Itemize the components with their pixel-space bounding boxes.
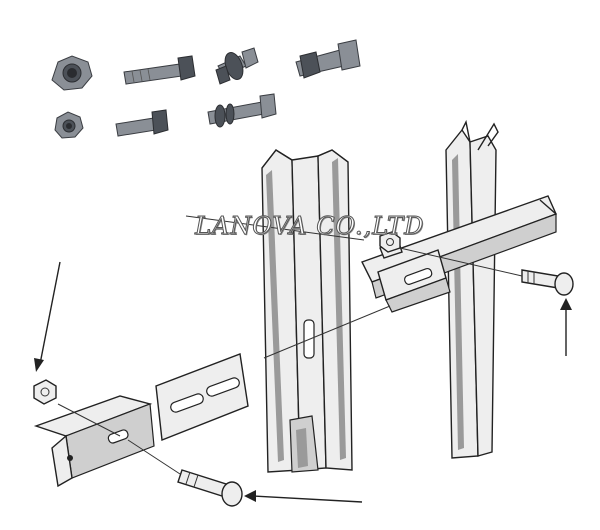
heavy-bolt-nut-assembly — [295, 39, 361, 79]
hardware-photo-set — [51, 39, 361, 139]
right-carriage-bolt — [521, 269, 574, 296]
left-nut — [33, 379, 57, 405]
center-fence-post — [261, 149, 353, 473]
right-nut — [379, 231, 401, 253]
assembly-guide-lines — [57, 215, 523, 475]
left-rail-bracket — [33, 395, 155, 488]
arrow-left-bolt — [244, 490, 363, 503]
carriage-bolt-short — [115, 109, 169, 137]
hex-nut-small — [54, 111, 84, 139]
bolt-washer-nut-assembly — [215, 47, 259, 85]
right-fence-post — [445, 119, 499, 459]
arrow-right-bolt — [560, 298, 572, 356]
arrow-left-nut — [34, 261, 61, 372]
splice-connector-plate — [155, 353, 249, 441]
left-carriage-bolt — [177, 469, 243, 507]
carriage-bolt-long — [123, 55, 196, 85]
bolt-washer-assembly — [207, 93, 277, 128]
hex-nut-large — [51, 55, 93, 91]
